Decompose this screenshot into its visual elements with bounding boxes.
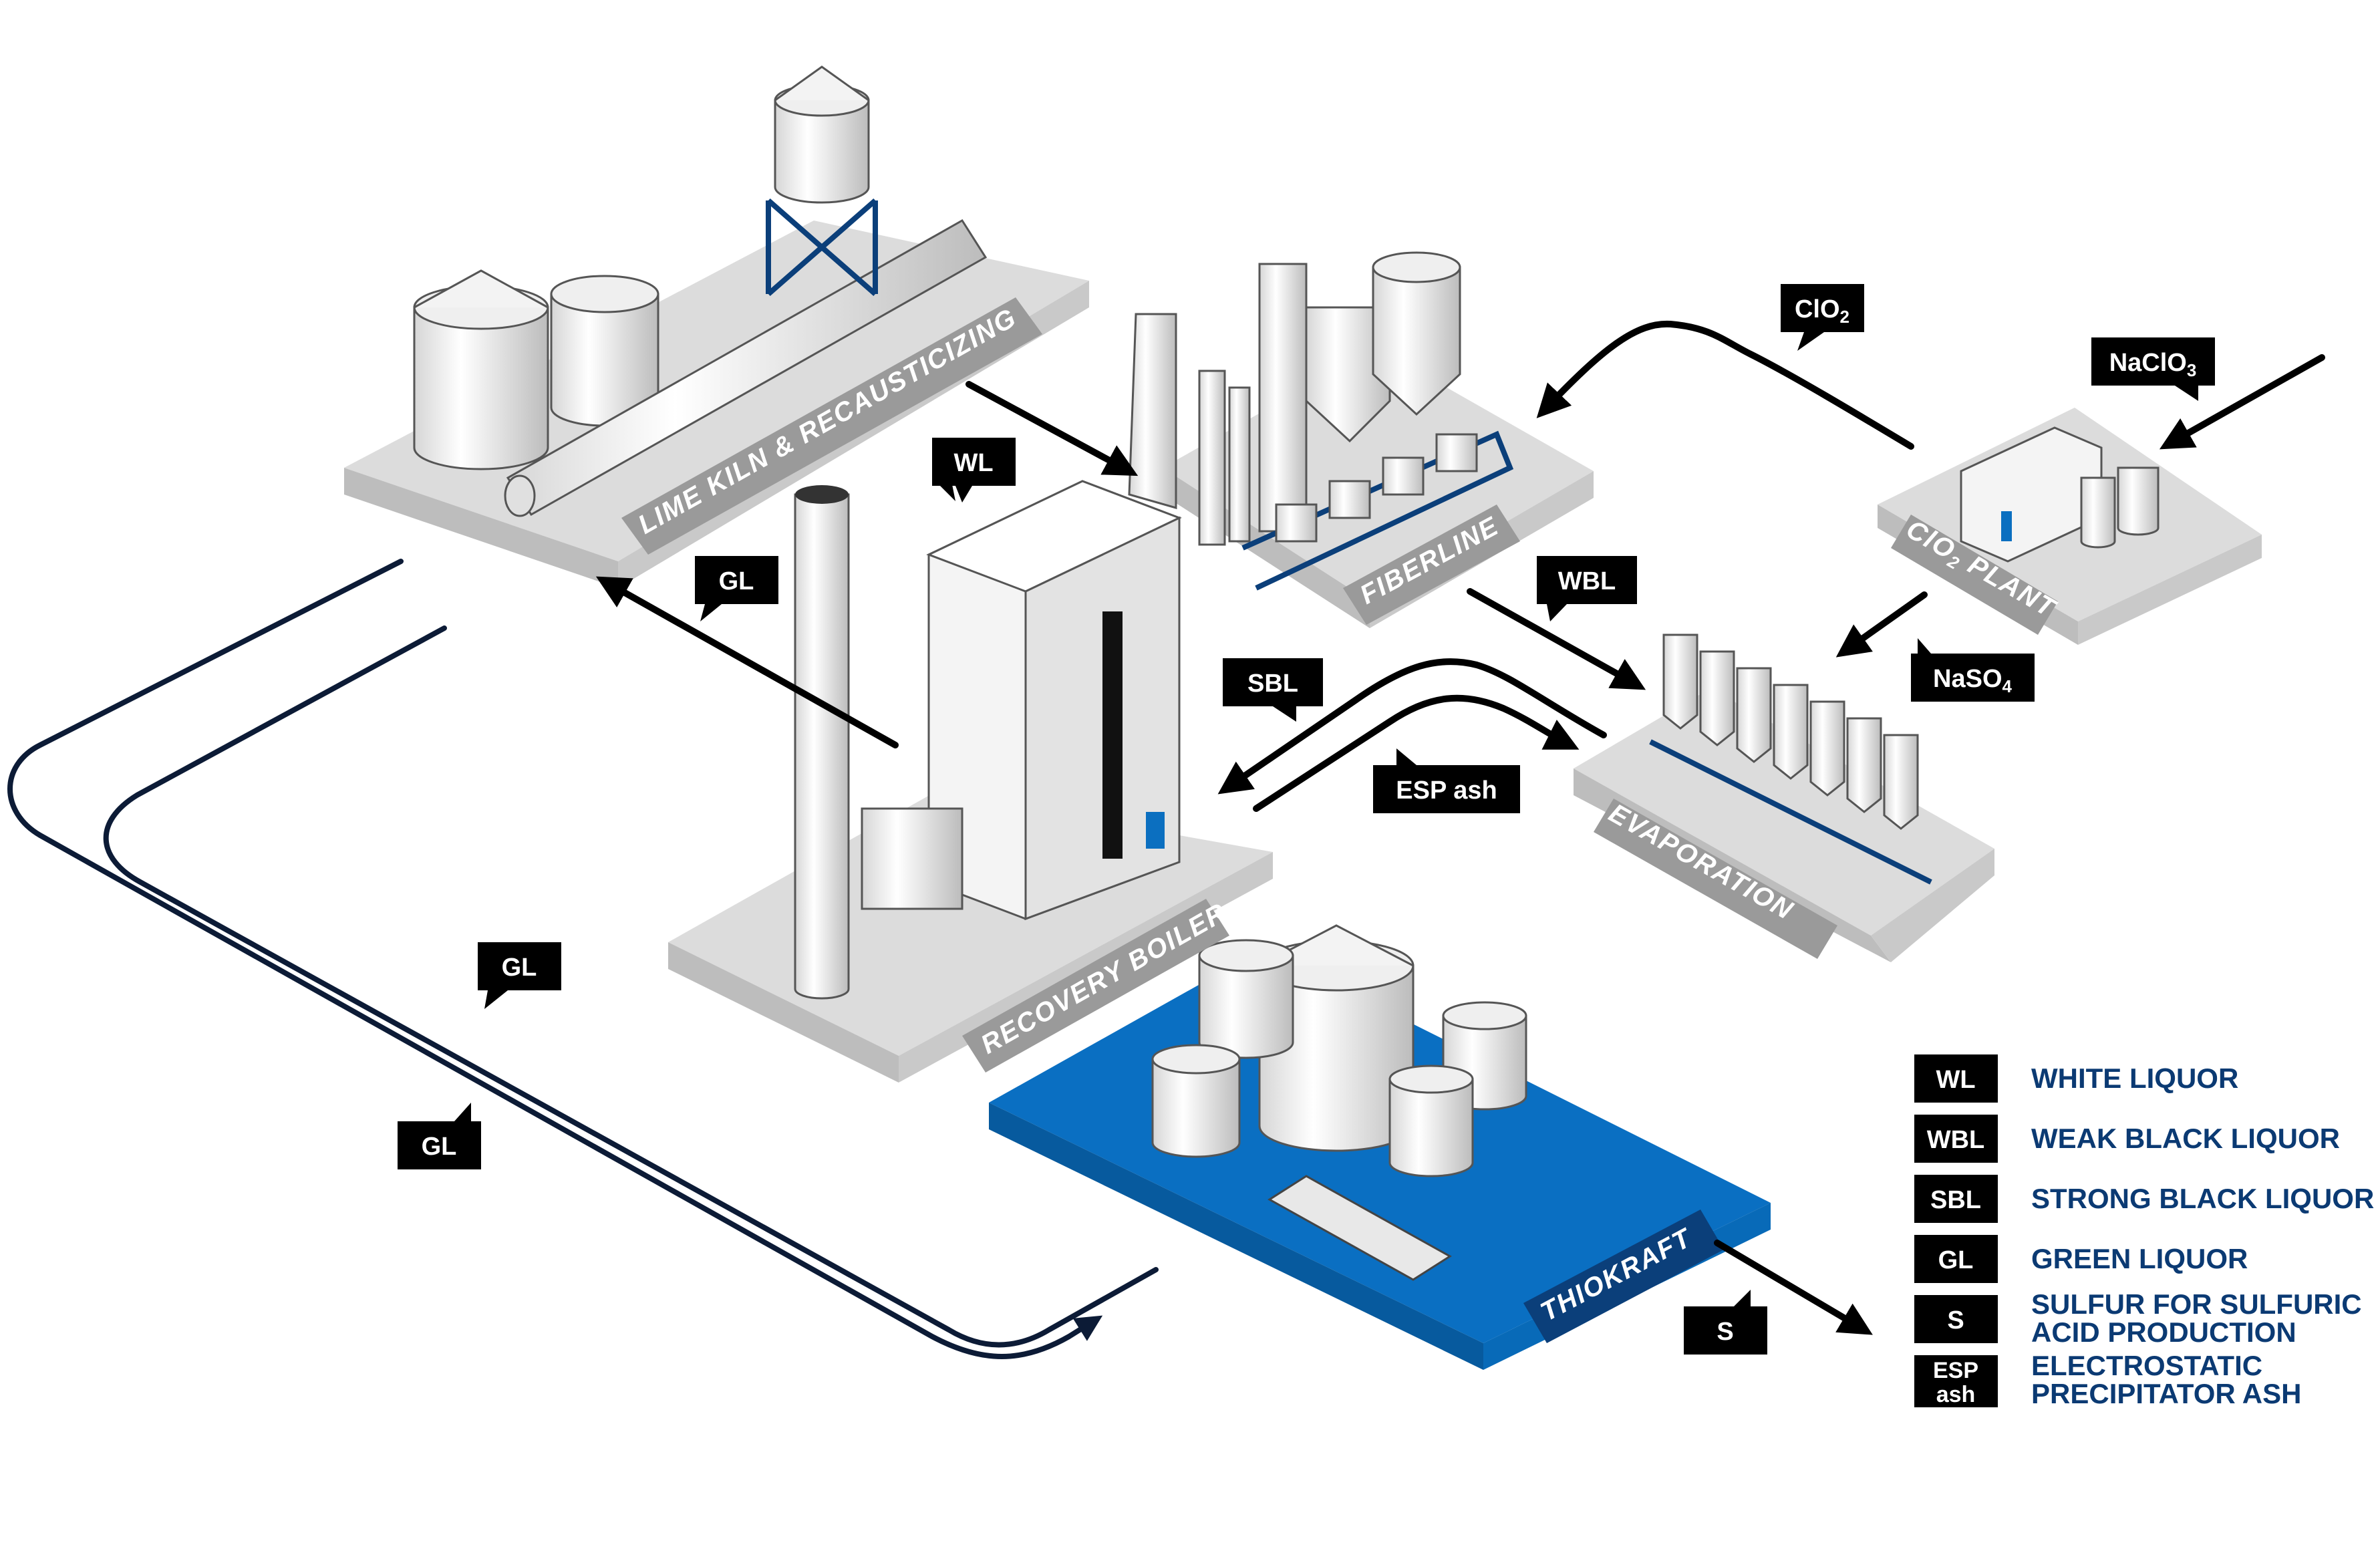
- legend-item: S SULFUR FOR SULFURIC ACID PRODUCTION: [1914, 1288, 2362, 1348]
- tag-wl: WL: [932, 438, 1016, 503]
- tag-naso4: NaSO4: [1911, 638, 2035, 702]
- tag-s: S: [1684, 1290, 1767, 1355]
- flow-arrows: [595, 320, 2325, 1335]
- arrow-gl-kiln: [595, 576, 899, 748]
- svg-text:ClO2: ClO2: [1795, 295, 1849, 327]
- svg-text:ELECTROSTATIC: ELECTROSTATIC: [2031, 1350, 2262, 1381]
- arrow-esp-ash: [1253, 694, 1580, 812]
- legend-item: WBL WEAK BLACK LIQUOR: [1914, 1115, 2340, 1163]
- tag-wbl: WBL: [1537, 556, 1637, 621]
- svg-text:WL: WL: [1936, 1066, 1975, 1094]
- arrow-wl: [965, 381, 1139, 476]
- svg-text:GREEN LIQUOR: GREEN LIQUOR: [2031, 1243, 2248, 1274]
- svg-text:STRONG BLACK LIQUOR: STRONG BLACK LIQUOR: [2031, 1183, 2374, 1214]
- svg-text:PRECIPITATOR ASH: PRECIPITATOR ASH: [2031, 1378, 2301, 1409]
- arrow-s: [1714, 1240, 1873, 1335]
- tag-gl-loop-2: GL: [398, 1103, 481, 1169]
- svg-text:ash: ash: [1936, 1382, 1976, 1407]
- tag-esp-ash: ESP ash: [1373, 748, 1520, 813]
- evaporation-equipment: [1649, 633, 1932, 885]
- svg-text:WEAK BLACK LIQUOR: WEAK BLACK LIQUOR: [2031, 1123, 2340, 1154]
- svg-text:WBL: WBL: [1558, 567, 1616, 595]
- tag-naclo3: NaClO3: [2091, 337, 2215, 401]
- svg-text:WBL: WBL: [1927, 1126, 1985, 1154]
- legend: WL WHITE LIQUOR WBL WEAK BLACK LIQUOR SB…: [1914, 1054, 2374, 1409]
- svg-text:NaClO3: NaClO3: [2109, 349, 2197, 380]
- svg-text:ESP: ESP: [1933, 1358, 1978, 1383]
- svg-text:WL: WL: [953, 449, 993, 477]
- arrow-naso4: [1835, 591, 1928, 658]
- thiokraft-equipment: [1151, 924, 1527, 1281]
- svg-text:GL: GL: [719, 567, 754, 595]
- legend-item: WL WHITE LIQUOR: [1914, 1054, 2238, 1103]
- svg-text:S: S: [1717, 1318, 1733, 1346]
- arrow-clo2: [1536, 320, 1914, 450]
- gl-loop: [7, 559, 1159, 1359]
- svg-text:WHITE LIQUOR: WHITE LIQUOR: [2031, 1062, 2238, 1094]
- svg-text:ACID PRODUCTION: ACID PRODUCTION: [2031, 1316, 2296, 1348]
- clo2-plant-equipment: [1960, 426, 2160, 563]
- tag-clo2: ClO2: [1781, 284, 1864, 351]
- legend-item: SBL STRONG BLACK LIQUOR: [1914, 1175, 2374, 1223]
- svg-text:S: S: [1947, 1306, 1964, 1334]
- svg-text:GL: GL: [502, 954, 537, 982]
- recovery-boiler-equipment: [794, 480, 1182, 1000]
- gl-loop-outer: [7, 559, 1103, 1359]
- legend-item: ESP ash ELECTROSTATIC PRECIPITATOR ASH: [1914, 1350, 2301, 1409]
- svg-text:SULFUR FOR SULFURIC: SULFUR FOR SULFURIC: [2031, 1288, 2362, 1320]
- tag-gl-kiln: GL: [695, 556, 778, 621]
- arrow-wbl: [1467, 588, 1646, 690]
- svg-text:SBL: SBL: [1247, 670, 1298, 698]
- arrow-sbl: [1217, 658, 1607, 795]
- gl-loop-inner: [103, 625, 1159, 1348]
- tag-gl-loop-1: GL: [478, 942, 561, 1009]
- fiberline-equipment: [1128, 251, 1514, 591]
- svg-text:GL: GL: [1938, 1246, 1974, 1274]
- svg-text:NaSO4: NaSO4: [1933, 665, 2012, 696]
- legend-item: GL GREEN LIQUOR: [1914, 1235, 2248, 1283]
- svg-text:SBL: SBL: [1930, 1186, 1981, 1214]
- svg-text:ESP ash: ESP ash: [1396, 776, 1497, 805]
- svg-text:GL: GL: [422, 1133, 457, 1161]
- lime-kiln-equipment: [413, 65, 988, 517]
- arrow-naclo3: [2159, 354, 2325, 450]
- tag-sbl: SBL: [1223, 658, 1323, 722]
